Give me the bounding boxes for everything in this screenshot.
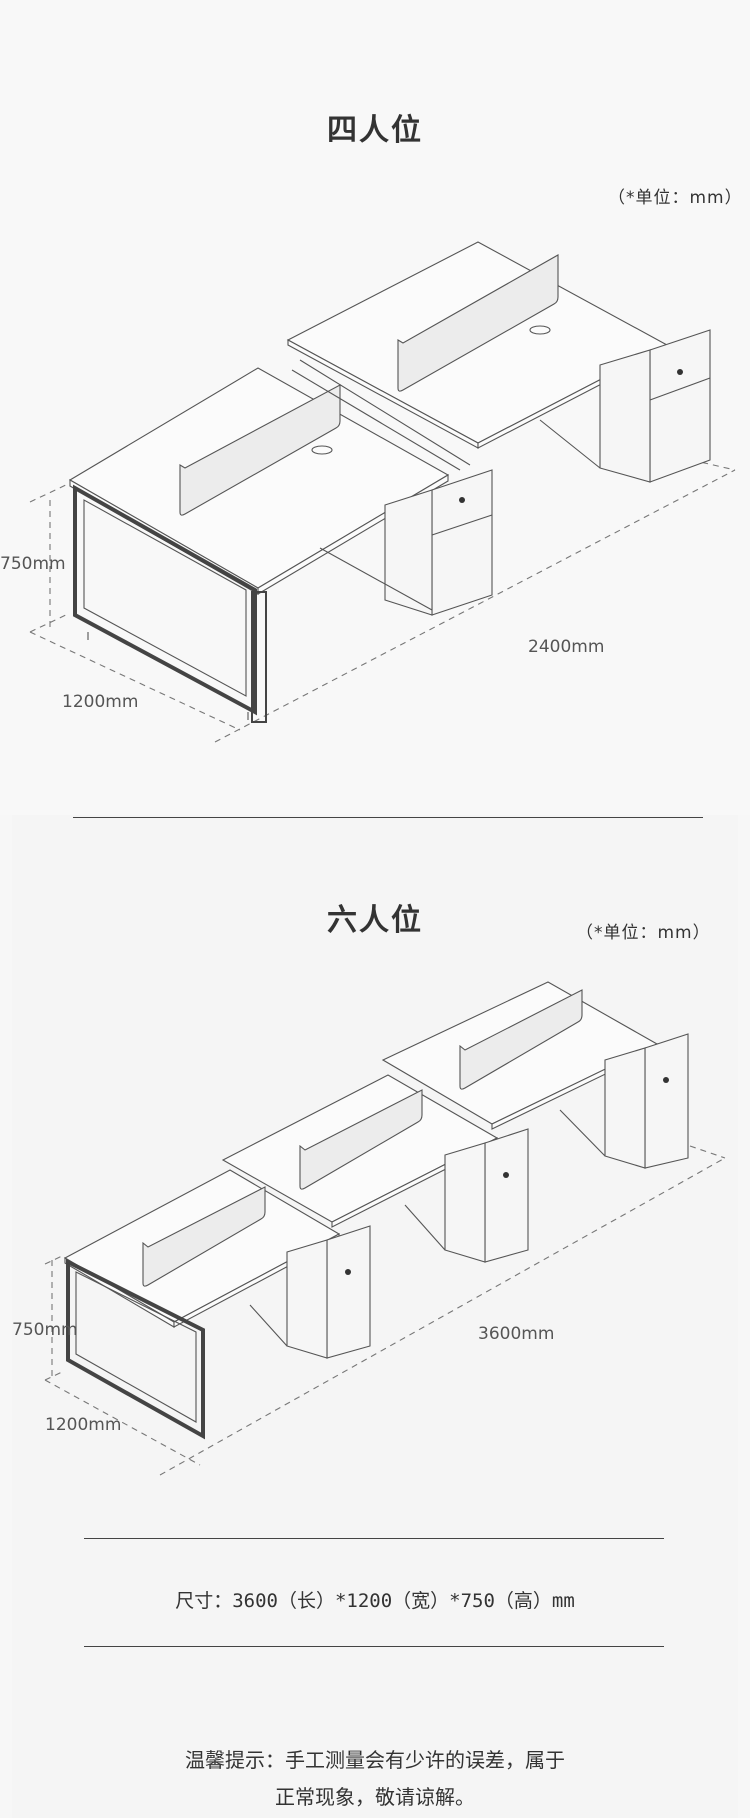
size-spec: 尺寸：3600（长）*1200（宽）*750（高）mm — [175, 1590, 575, 1612]
spec-bottom-rule — [84, 1646, 664, 1647]
four-seat-unit-note: （*单位：mm） — [608, 188, 743, 208]
spec-top-rule — [84, 1538, 664, 1539]
six-seat-desk-drawing — [44, 981, 726, 1476]
six-seat-height-dimension: 750mm — [12, 1320, 78, 1340]
notice-line-1: 温馨提示：手工测量会有少许的误差，属于 — [185, 1748, 565, 1772]
six-seat-depth-dimension: 1200mm — [45, 1415, 122, 1435]
six-seat-length-dimension: 3600mm — [478, 1324, 555, 1344]
divider-line — [73, 817, 703, 818]
four-seat-desk-drawing — [29, 241, 736, 743]
notice-line-2: 正常现象，敬请谅解。 — [275, 1785, 475, 1809]
four-seat-depth-dimension: 1200mm — [62, 692, 139, 712]
six-seat-unit-note: （*单位：mm） — [576, 923, 711, 943]
four-seat-length-dimension: 2400mm — [528, 637, 605, 657]
four-seat-height-dimension: 750mm — [0, 554, 66, 574]
six-seat-section — [12, 815, 738, 1818]
six-seat-title: 六人位 — [327, 903, 423, 938]
four-seat-title: 四人位 — [327, 113, 423, 148]
